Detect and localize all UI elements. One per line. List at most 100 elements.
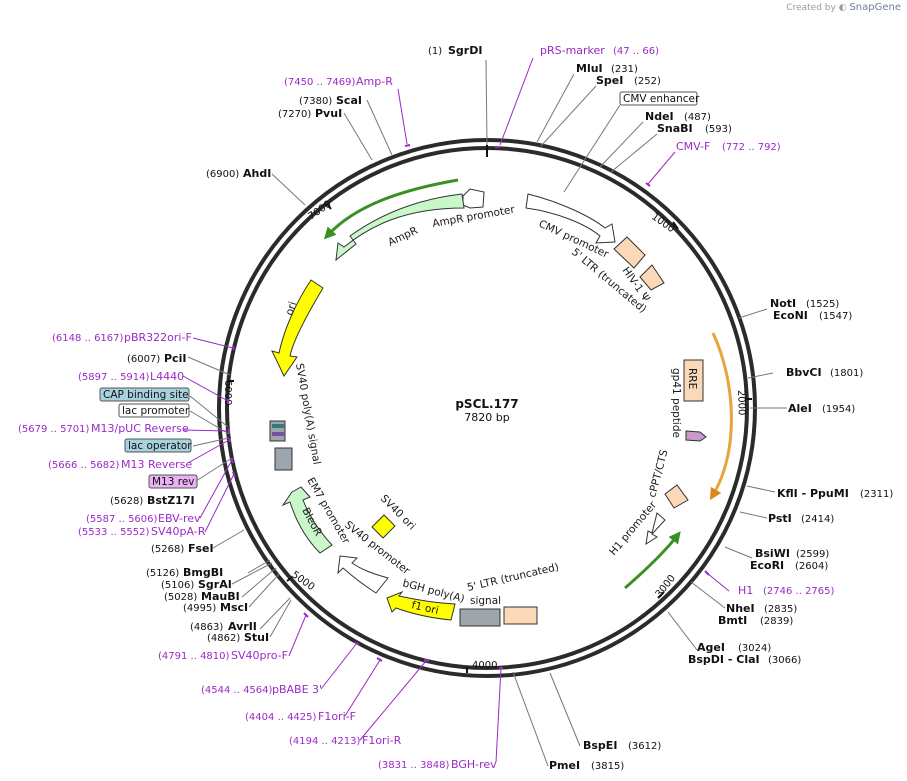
- svg-text:FseI: FseI: [188, 542, 214, 555]
- svg-text:(3024): (3024): [738, 643, 771, 654]
- site-scai[interactable]: (7380)ScaI: [299, 94, 362, 107]
- primer-ebv-rev[interactable]: (5587 .. 5606)EBV-rev: [86, 512, 201, 525]
- primer-sv40pro-f[interactable]: (4791 .. 4810)SV40pro-F: [158, 649, 288, 662]
- svg-text:MscI: MscI: [220, 601, 248, 614]
- primer-bgh-rev[interactable]: (3831 .. 3848)BGH-rev: [378, 758, 497, 771]
- site-sgrai[interactable]: (5106)SgrAI: [161, 578, 232, 591]
- rre-block: [683, 359, 704, 402]
- primer-m13-puc-reverse[interactable]: (5679 .. 5701)M13/pUC Reverse: [18, 422, 189, 435]
- site-fsei[interactable]: (5268)FseI: [151, 542, 214, 555]
- svg-text:NdeI: NdeI: [645, 110, 674, 123]
- primer-f1ori-r[interactable]: (4194 .. 4213)F1ori-R: [289, 734, 402, 747]
- tick-label-7000: 7000: [306, 199, 333, 223]
- ltr-5-block: [613, 236, 646, 269]
- site-bmti[interactable]: BmtI(2839): [718, 614, 793, 627]
- svg-text:AgeI: AgeI: [697, 641, 725, 654]
- svg-text:KflI - PpuMI: KflI - PpuMI: [777, 487, 849, 500]
- svg-text:ScaI: ScaI: [336, 94, 362, 107]
- svg-text:(2746 .. 2765): (2746 .. 2765): [763, 586, 835, 597]
- site-ahdi[interactable]: (6900)AhdI: [206, 167, 271, 180]
- site-bspei[interactable]: BspEI(3612): [583, 739, 661, 752]
- svg-text:BsiWI: BsiWI: [755, 547, 790, 560]
- cmv-enhancer-label: CMV enhancer: [623, 93, 700, 105]
- mark-cmv-f: [645, 182, 651, 187]
- ltr-5-bottom-block: [503, 606, 538, 625]
- site-spei[interactable]: SpeI(252): [596, 74, 661, 87]
- svg-text:(4791 .. 4810): (4791 .. 4810): [158, 651, 230, 662]
- svg-text:(231): (231): [611, 64, 638, 75]
- mark-pbr322ori-f: [232, 345, 235, 351]
- site-noti[interactable]: NotI(1525): [770, 297, 839, 310]
- f1-ori-arrow: [386, 590, 456, 621]
- site-bsiwi[interactable]: BsiWI (2599): [755, 547, 829, 560]
- svg-text:pBABE 3': pBABE 3': [272, 683, 322, 696]
- svg-text:(2311): (2311): [860, 489, 893, 500]
- cmv-enhancer-box: [619, 91, 698, 106]
- label-sv40-polya: SV40 poly(A) signal: [293, 362, 323, 465]
- svg-text:pBR322ori-F: pBR322ori-F: [124, 331, 192, 344]
- site-ecori[interactable]: EcoRI(2604): [750, 559, 828, 572]
- svg-text:(1547): (1547): [819, 311, 852, 322]
- site-psti[interactable]: PstI(2414): [768, 512, 834, 525]
- svg-text:EBV-rev: EBV-rev: [158, 512, 201, 525]
- svg-text:PstI: PstI: [768, 512, 792, 525]
- primer-cmv-f[interactable]: CMV-F(772 .. 792): [676, 140, 781, 153]
- svg-text:(5126): (5126): [146, 568, 179, 579]
- site-pmei[interactable]: PmeI(3815): [549, 759, 624, 772]
- site-pvui[interactable]: (7270)PvuI: [278, 107, 342, 120]
- site-snabi[interactable]: SnaBI(593): [657, 122, 732, 135]
- site-ndei[interactable]: NdeI(487): [645, 110, 711, 123]
- site-bbvci[interactable]: BbvCI(1801): [786, 366, 863, 379]
- site-bmgbi[interactable]: (5126)BmgBI: [146, 566, 223, 579]
- site-avrii[interactable]: (4863) AvrII: [190, 620, 257, 633]
- site-stui[interactable]: (4862)StuI: [207, 631, 269, 644]
- m13-rev-box: [148, 474, 198, 489]
- svg-text:Amp-R: Amp-R: [356, 75, 393, 88]
- label-h1-promoter: H1 promoter: [607, 499, 659, 558]
- m13-rev-label: M13 rev: [152, 476, 195, 488]
- site-agei[interactable]: AgeI (3024): [697, 641, 771, 654]
- site-bspdi-clai[interactable]: BspDI - ClaI(3066): [688, 653, 801, 666]
- svg-text:(7450 .. 7469): (7450 .. 7469): [284, 77, 356, 88]
- svg-text:EcoNI: EcoNI: [773, 309, 808, 322]
- svg-text:(4863): (4863): [190, 622, 223, 633]
- primer-amp-r[interactable]: (7450 .. 7469)Amp-R: [284, 75, 393, 88]
- site-pcii[interactable]: (6007)PciI: [127, 352, 186, 365]
- svg-text:(772 .. 792): (772 .. 792): [722, 142, 781, 153]
- svg-text:BbvCI: BbvCI: [786, 366, 822, 379]
- site-kfli-ppumi[interactable]: KflI - PpuMI (2311): [777, 487, 893, 500]
- svg-text:(2599): (2599): [796, 549, 829, 560]
- svg-text:(7270): (7270): [278, 109, 311, 120]
- brand-name: SnapGene: [849, 2, 901, 13]
- site-maubi[interactable]: (5028)MauBI: [164, 590, 240, 603]
- svg-text:SpeI: SpeI: [596, 74, 623, 87]
- gp41-arc: [709, 332, 733, 501]
- svg-text:(1954): (1954): [822, 404, 855, 415]
- primer-pbr322ori-f[interactable]: (6148 .. 6167)pBR322ori-F: [52, 331, 192, 344]
- site-alei[interactable]: AleI(1954): [788, 402, 855, 415]
- primer-sv40pa-r[interactable]: (5533 .. 5552)SV40pA-R: [78, 525, 206, 538]
- primer-h1[interactable]: H1(2746 .. 2765): [738, 584, 835, 597]
- tick-7000: [326, 203, 332, 210]
- primer-prs-marker[interactable]: pRS-marker(47 .. 66): [540, 44, 659, 57]
- svg-text:(2839): (2839): [760, 616, 793, 627]
- svg-text:NotI: NotI: [770, 297, 796, 310]
- svg-text:(3066): (3066): [768, 655, 801, 666]
- primer-pbabe3[interactable]: (4544 .. 4564)pBABE 3': [201, 683, 322, 696]
- site-msci[interactable]: (4995)MscI: [183, 601, 248, 614]
- svg-text:(5533 .. 5552): (5533 .. 5552): [78, 527, 150, 538]
- svg-text:M13/pUC Reverse: M13/pUC Reverse: [91, 422, 189, 435]
- site-sgrdi[interactable]: (1)SgrDI: [428, 44, 482, 57]
- svg-text:AvrII: AvrII: [228, 620, 257, 633]
- gp41-peptide-block: [685, 430, 707, 442]
- primer-l4440[interactable]: (5897 .. 5914)L4440: [78, 370, 184, 383]
- label-rre: RRE: [686, 368, 698, 389]
- primer-m13-reverse[interactable]: (5666 .. 5682)M13 Reverse: [48, 458, 192, 471]
- site-mlui[interactable]: MluI(231): [576, 62, 638, 75]
- ampr-orf-arc: [323, 178, 459, 240]
- site-bstz17i[interactable]: (5628)BstZ17I: [110, 494, 195, 507]
- svg-text:(2835): (2835): [764, 604, 797, 615]
- site-econi[interactable]: EcoNI (1547): [773, 309, 852, 322]
- primer-f1ori-f[interactable]: (4404 .. 4425)F1ori-F: [245, 710, 356, 723]
- site-nhei[interactable]: NheI(2835): [726, 602, 797, 615]
